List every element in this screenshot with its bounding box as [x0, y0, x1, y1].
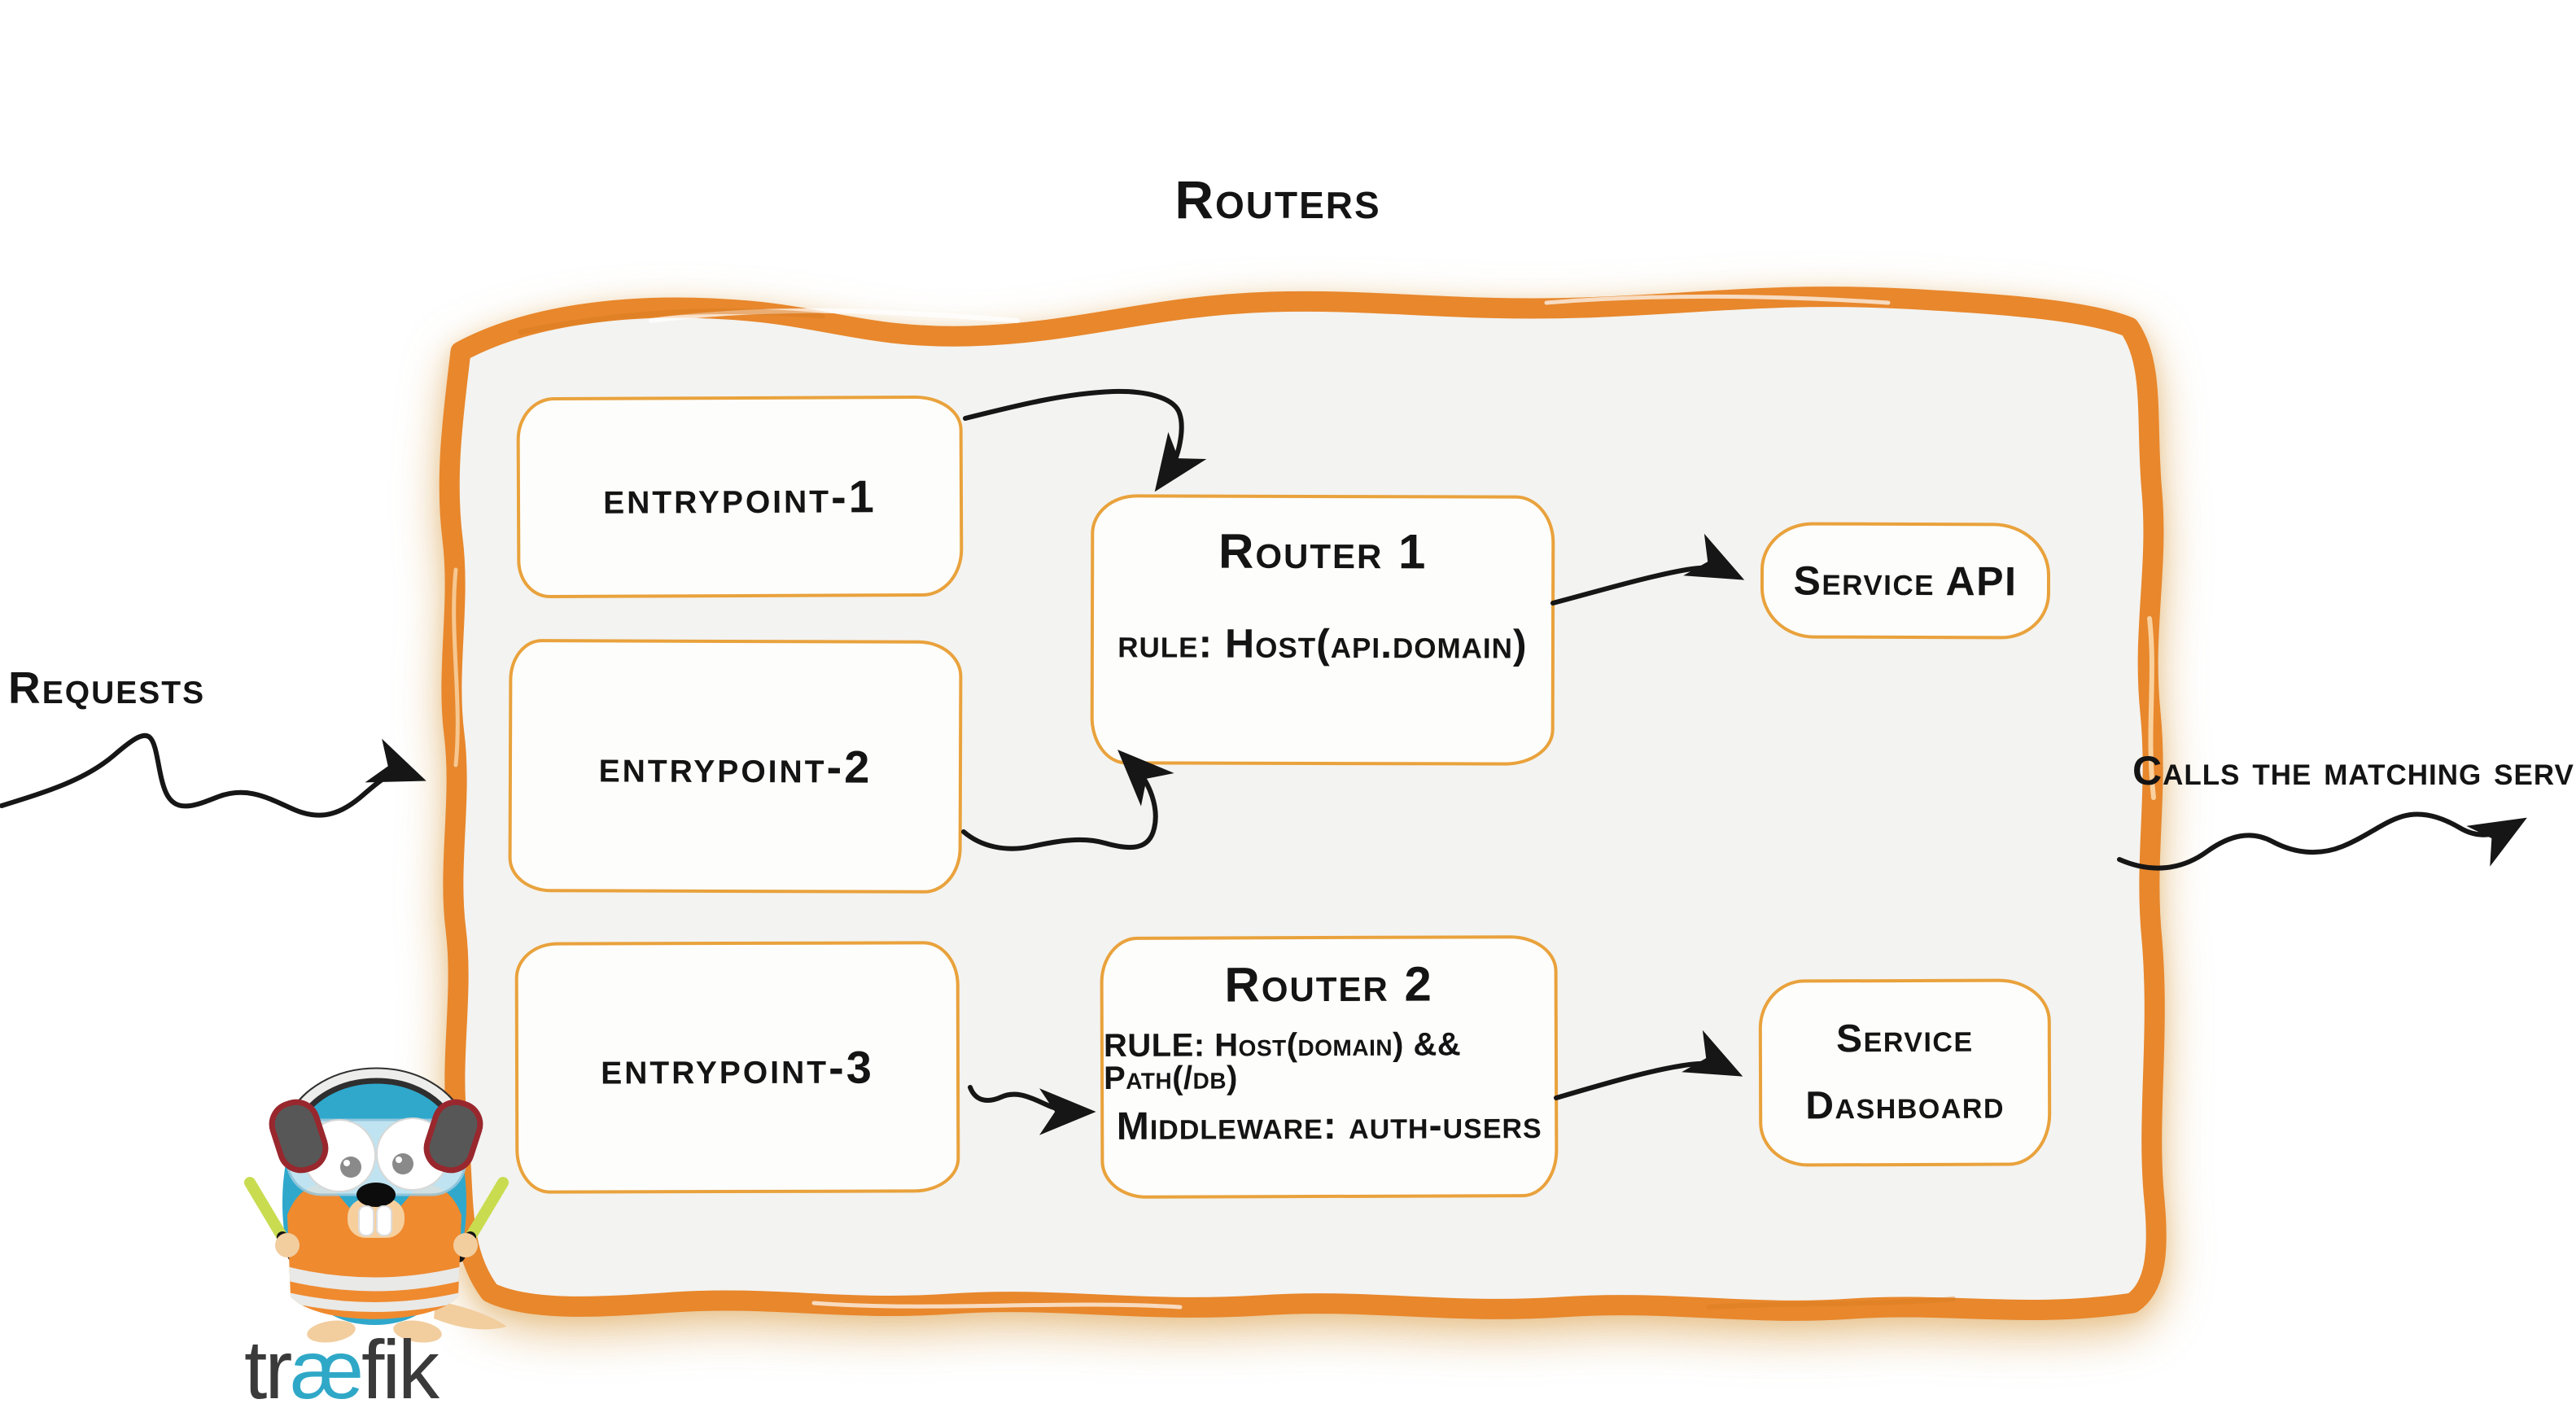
- traefik-wordmark: træfik: [244, 1328, 440, 1408]
- requests-arrow: [0, 732, 426, 818]
- traefik-gopher-logo: [244, 1067, 509, 1343]
- gopher-tail: [434, 1301, 507, 1330]
- gopher-muzzle: [348, 1183, 405, 1238]
- gopher-hands: [275, 1233, 478, 1257]
- router2-to-dashboard-arrow: [1554, 1030, 1743, 1100]
- gopher-vest: [287, 1184, 461, 1319]
- wordmark-ae: æ: [290, 1323, 364, 1408]
- calls-matching-server-label: Calls the matching server: [2132, 748, 2576, 794]
- router1-to-serviceapi-arrow: [1550, 533, 1745, 606]
- entrypoint3-to-router2-arrow: [968, 1085, 1096, 1135]
- entrypoint2-to-router1-arrow: [961, 750, 1174, 851]
- gopher-headphones: [269, 1067, 483, 1174]
- gopher-feet: [307, 1320, 442, 1343]
- wordmark-fik: fik: [361, 1323, 440, 1408]
- wordmark-tr: tr: [244, 1323, 292, 1408]
- diagram-title: Routers: [1174, 169, 1381, 230]
- requests-label: Requests: [8, 662, 206, 713]
- calls-matching-server-arrow: [2117, 811, 2527, 871]
- border-paint-highlights: [452, 294, 2156, 1310]
- entrypoint1-to-router1-arrow: [963, 388, 1207, 492]
